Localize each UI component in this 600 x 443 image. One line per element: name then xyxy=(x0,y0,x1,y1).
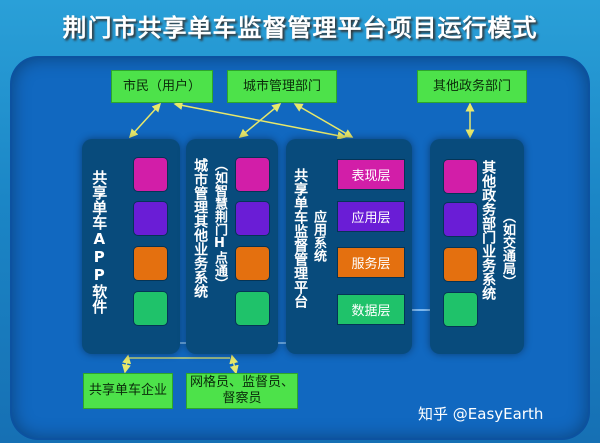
staff-box: 网格员、监督员、督察员 xyxy=(187,374,297,408)
application-block xyxy=(134,202,167,235)
data-block xyxy=(444,293,477,326)
city-system-label: 城市管理其他业务系统 xyxy=(192,158,209,298)
city-dept-box: 城市管理部门 xyxy=(228,71,336,102)
presentation-block xyxy=(236,158,269,191)
service-block xyxy=(236,247,269,280)
gov-dept-box: 其他政务部门 xyxy=(418,71,526,102)
app-label: 共享单车APP软件 xyxy=(90,170,109,314)
city-system-note: （如智慧荆门H点通） xyxy=(211,158,227,290)
gov-system-note: （如交通局） xyxy=(499,210,515,288)
platform-label: 共享单车监督管理平台 xyxy=(292,168,309,308)
data-block xyxy=(236,292,269,325)
presentation-block xyxy=(444,160,477,193)
service-layer: 服务层 xyxy=(338,248,404,277)
presentation-block xyxy=(134,158,167,191)
citizens-box: 市民（用户） xyxy=(112,71,212,102)
service-block xyxy=(444,248,477,281)
platform-sub-label: 应用系统 xyxy=(310,210,326,262)
enterprise-box: 共享单车企业 xyxy=(84,374,172,408)
watermark: 知乎 @EasyEarth xyxy=(418,405,544,423)
application-block xyxy=(236,202,269,235)
gov-system-label: 其他政务部门业务系统 xyxy=(480,160,497,300)
application-block xyxy=(444,203,477,236)
page-title: 荆门市共享单车监督管理平台项目运行模式 xyxy=(62,14,538,42)
data-layer: 数据层 xyxy=(338,295,404,324)
presentation-layer: 表现层 xyxy=(338,160,404,189)
data-block xyxy=(134,292,167,325)
application-layer: 应用层 xyxy=(338,202,404,231)
service-block xyxy=(134,247,167,280)
